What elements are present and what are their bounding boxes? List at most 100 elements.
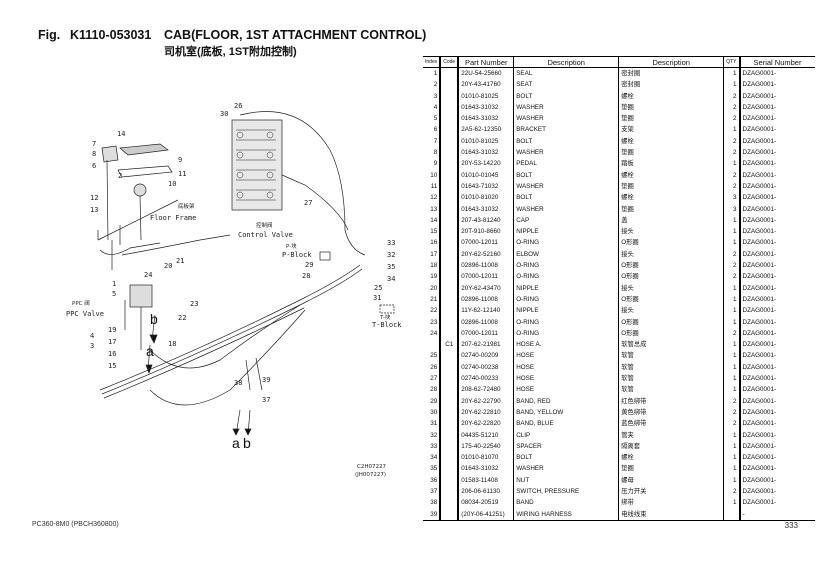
cell-part-number: 20Y-62-22820 — [458, 418, 515, 430]
cell-serial: DZAG0001- — [742, 352, 777, 360]
callout-11: 11 — [178, 170, 186, 178]
cell-code — [440, 350, 460, 362]
cell-description: NIPPLE — [513, 305, 620, 317]
switch-a-label: a — [232, 435, 240, 451]
cell-description: BAND, YELLOW — [513, 406, 620, 419]
cell-description: BRACKET — [513, 124, 620, 136]
pressure-switch — [235, 357, 263, 436]
cell-qty: 1 — [723, 316, 741, 328]
cell-part-number: 01010-01045 — [458, 169, 515, 181]
cell-index: 20 — [423, 282, 442, 294]
hose-27 — [281, 174, 349, 231]
cell-serial: DZAG0001- — [742, 250, 777, 258]
cell-part-number: 07000-12011 — [458, 327, 515, 340]
col-qty: QTY — [723, 56, 741, 68]
callout-15: 15 — [108, 362, 116, 370]
cell-index: 17 — [423, 248, 442, 261]
cell-serial: DZAG0001- — [742, 307, 777, 315]
col-description-cn: Description — [618, 56, 725, 68]
cell-index: 34 — [423, 452, 442, 464]
cell-index: 4 — [423, 101, 442, 114]
cell-description-cn: 蓝色绑带 — [618, 418, 725, 430]
cell-part-number: 01010-81025 — [458, 90, 515, 102]
cell-code — [440, 429, 460, 441]
cell-serial: DZAG0001- — [742, 420, 777, 428]
cell-description: HOSE — [513, 350, 620, 362]
callout-21: 21 — [176, 257, 184, 265]
callout-23: 23 — [190, 300, 198, 308]
cell-part-number: 206-06-61130 — [458, 485, 515, 498]
cell-serial: DZAG0001- — [742, 160, 777, 168]
t-block — [379, 304, 395, 314]
cell-description: O-RING — [513, 260, 620, 272]
ppc-valve — [129, 284, 153, 308]
cell-description-cn: 压力开关 — [618, 485, 725, 498]
cell-qty: 2 — [723, 101, 741, 114]
cell-qty: 1 — [723, 339, 741, 351]
callout-3: 3 — [90, 342, 94, 350]
cell-code — [440, 135, 460, 148]
cell-part-number: 01643-31032 — [458, 463, 515, 475]
cell-serial: DZAG0001- — [742, 149, 777, 157]
port-a-label: a — [146, 343, 154, 359]
cell-description: WASHER — [513, 113, 620, 125]
cell-part-number: 208-62-72480 — [458, 384, 515, 396]
cell-serial: DZAG0001- — [742, 442, 777, 450]
cell-part-number: 07000-12011 — [458, 271, 515, 283]
pedal — [117, 165, 173, 178]
cell-serial: DZAG0001- — [742, 295, 777, 303]
cell-description-cn: 盖 — [618, 214, 725, 227]
cell-part-number: 20Y-62-43470 — [458, 282, 515, 294]
cell-serial: DZAG0001- — [742, 171, 777, 179]
cell-qty — [723, 508, 741, 521]
cell-description: NIPPLE — [513, 282, 620, 294]
cell-index: 36 — [423, 474, 442, 486]
cell-description-cn: 接头 — [618, 305, 725, 317]
cell-code — [440, 101, 460, 114]
pedal-cap — [119, 143, 169, 156]
cell-description-cn: O形圈 — [618, 260, 725, 272]
cell-code — [440, 113, 460, 125]
col-part-number: Part Number — [458, 56, 515, 68]
cell-index: 13 — [423, 203, 442, 215]
control-valve-cn-label: 控制阀 — [256, 221, 273, 229]
cell-index: 12 — [423, 192, 442, 204]
cell-part-number: 02896-11008 — [458, 260, 515, 272]
cell-qty: 1 — [723, 79, 741, 91]
cell-description: O-RING — [513, 293, 620, 306]
cell-description: SWITCH, PRESSURE — [513, 485, 620, 498]
cell-description-cn: 垫圈 — [618, 101, 725, 114]
p-block — [319, 251, 331, 261]
col-index: Index — [423, 56, 442, 68]
cell-description: BOLT — [513, 192, 620, 204]
cell-description-cn: 软管总成 — [618, 339, 725, 351]
cell-code — [440, 282, 460, 294]
cell-qty: 1 — [723, 226, 741, 238]
cell-serial: DZAG0001- — [742, 408, 777, 416]
cell-description-cn: 支架 — [618, 124, 725, 136]
cell-description: O-RING — [513, 237, 620, 249]
cell-code — [440, 316, 460, 328]
cell-serial: DZAG0001- — [742, 476, 777, 484]
callout-7: 7 — [92, 140, 96, 148]
cell-code — [440, 90, 460, 102]
cell-serial: DZAG0001- — [742, 329, 777, 337]
callout-8: 8 — [92, 150, 96, 158]
cell-index: 15 — [423, 226, 442, 238]
cell-description-cn: 垫圈 — [618, 203, 725, 215]
page-number: 333 — [784, 521, 798, 530]
cell-part-number: 20Y-62-22790 — [458, 395, 515, 407]
cell-index — [423, 339, 442, 351]
